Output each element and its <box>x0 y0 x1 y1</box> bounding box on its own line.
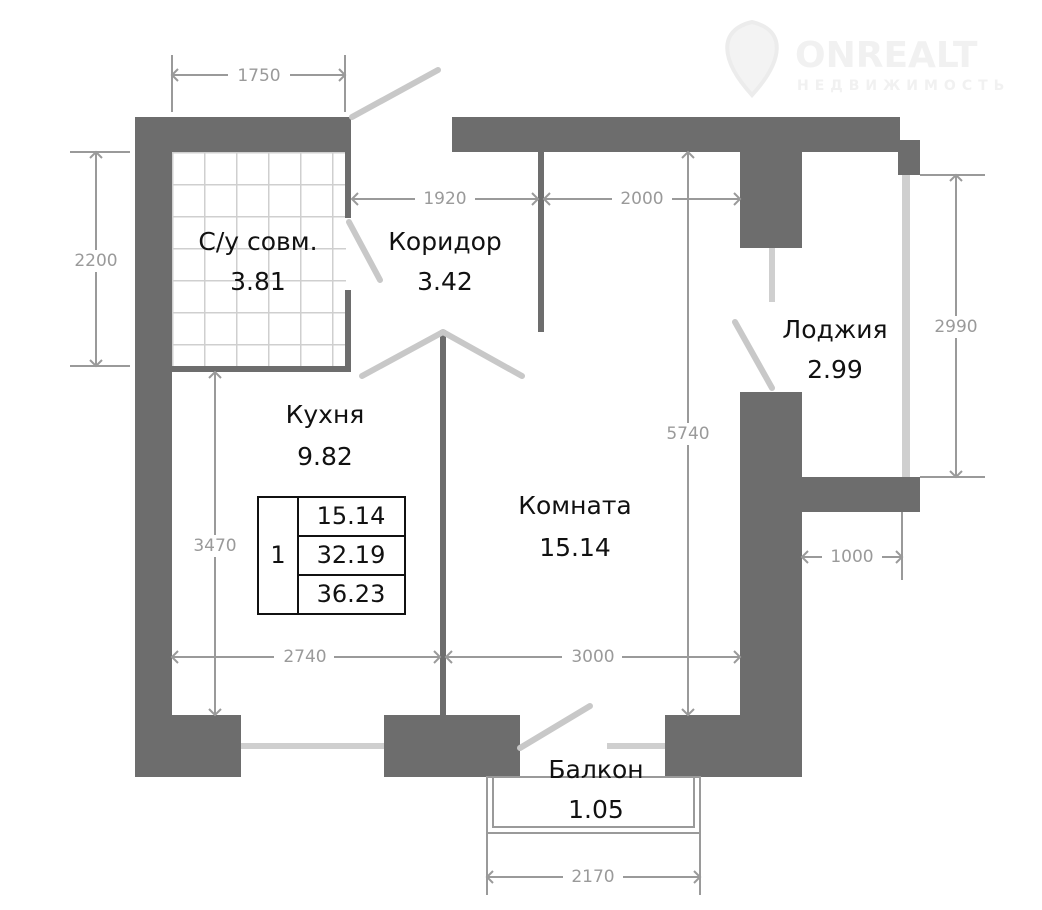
total-area-no-balcony: 32.19 <box>317 541 386 569</box>
room-area: 15.14 <box>539 533 611 562</box>
balcony-name: Балкон <box>548 755 643 784</box>
walls <box>135 117 920 777</box>
bathroom-name: С/у совм. <box>198 227 317 256</box>
area-summary-table: 1 15.14 32.19 36.23 <box>257 496 406 615</box>
doors <box>346 67 775 751</box>
corridor-name: Коридор <box>388 227 502 256</box>
dim-bath-height: 2200 <box>74 251 117 271</box>
logo-brand: ONREALT <box>795 35 978 76</box>
dim-kitchen-height: 3470 <box>193 536 236 556</box>
corridor-area: 3.42 <box>417 267 473 296</box>
dim-bath-width: 1750 <box>237 66 280 86</box>
dim-loggia-height: 2990 <box>934 317 977 337</box>
room-name: Комната <box>518 491 631 520</box>
kitchen-name: Кухня <box>286 400 365 429</box>
dim-corridor-width: 1920 <box>423 189 466 209</box>
balcony-area: 1.05 <box>568 795 624 824</box>
room-labels: С/у совм. 3.81 Коридор 3.42 Кухня 9.82 К… <box>198 227 887 824</box>
windows <box>241 175 910 834</box>
living-area: 15.14 <box>317 502 386 530</box>
dim-room-width: 3000 <box>571 647 614 667</box>
rooms-count: 1 <box>270 541 285 569</box>
kitchen-area: 9.82 <box>297 442 353 471</box>
dim-room-height: 5740 <box>666 424 709 444</box>
pin-house-icon <box>725 19 779 98</box>
dim-kitchen-width: 2740 <box>283 647 326 667</box>
total-area: 36.23 <box>317 580 386 608</box>
bathroom-tile-floor <box>172 152 346 366</box>
dim-loggia-depth: 1000 <box>830 547 873 567</box>
dim-balcony-width: 2170 <box>571 867 614 887</box>
logo-tagline: НЕДВИЖИМОСТЬ <box>797 78 1010 94</box>
dimension-lines: 1750 2200 1920 2000 2990 5740 3470 2740 … <box>66 55 986 895</box>
onrealt-logo: ONREALT НЕДВИЖИМОСТЬ <box>725 19 1010 98</box>
dim-room-top-width: 2000 <box>620 189 663 209</box>
bathroom-area: 3.81 <box>230 267 286 296</box>
loggia-name: Лоджия <box>782 315 887 344</box>
loggia-area: 2.99 <box>807 355 863 384</box>
